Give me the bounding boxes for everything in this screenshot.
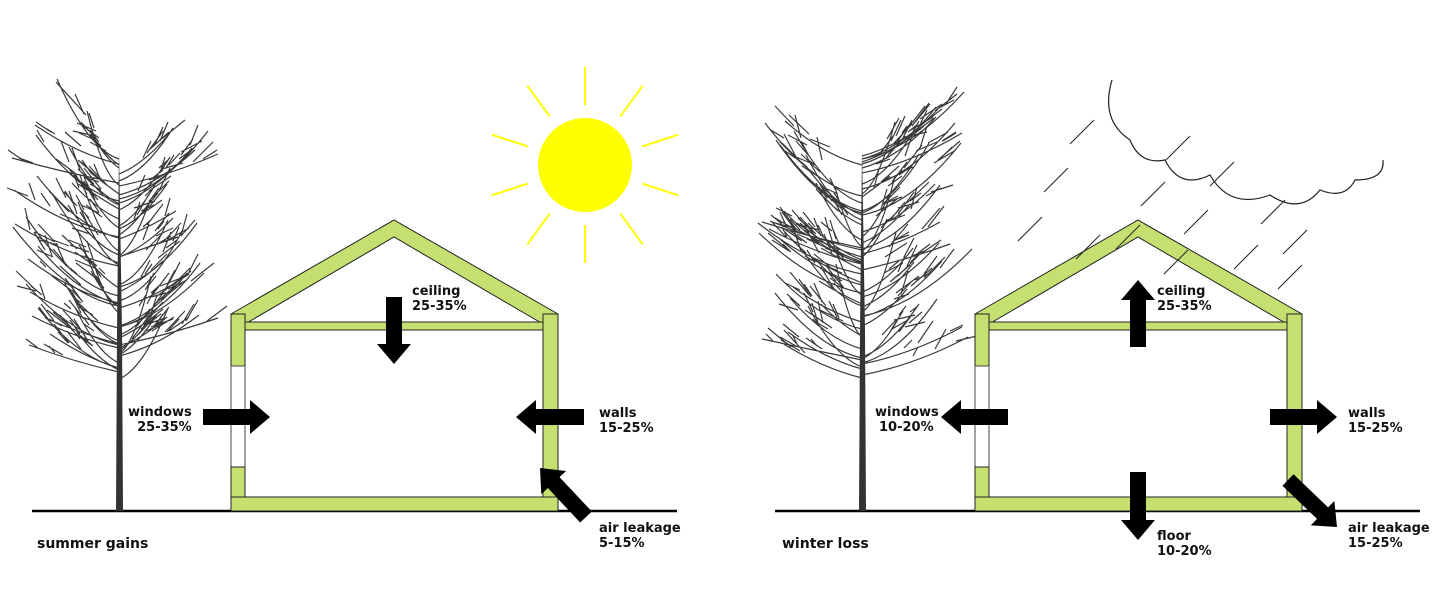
- summer-windows-arrow: [203, 400, 270, 434]
- sun-ray: [619, 212, 644, 245]
- sun-ray: [619, 85, 644, 118]
- winter-walls-arrow: [1270, 400, 1337, 434]
- summer-tree-trunk: [116, 150, 123, 511]
- rain-streak: [1209, 161, 1235, 187]
- rain-streak: [1017, 216, 1043, 242]
- rain-streak: [1075, 234, 1101, 260]
- winter-loss-title: winter loss: [782, 536, 869, 552]
- rain-streak: [1260, 199, 1286, 225]
- rain-streak: [1115, 224, 1141, 250]
- sun-ray: [491, 182, 529, 197]
- winter-right-wall: [1286, 313, 1303, 498]
- sun-ray: [526, 85, 551, 118]
- summer-tree-branches: [6, 78, 228, 380]
- summer-walls-arrow: [516, 400, 584, 434]
- rain-streak: [1282, 229, 1308, 255]
- sun-ray: [491, 133, 529, 148]
- winter-air-leakage-arrow: [1282, 474, 1337, 527]
- winter-ceiling-arrow: [1121, 280, 1155, 347]
- cloud-icon: [1108, 79, 1384, 205]
- summer-ceiling-arrow: [377, 297, 411, 364]
- sun-ray: [641, 133, 679, 148]
- winter-left-wall-lower: [974, 466, 990, 498]
- rain-streak: [1183, 209, 1209, 235]
- rain-streak: [1163, 249, 1189, 275]
- summer-floor-insulation: [230, 496, 559, 512]
- rain-streak: [1165, 135, 1191, 161]
- winter-floor-arrow: [1121, 472, 1155, 540]
- summer-gains-title: summer gains: [37, 536, 149, 552]
- winter-tree-trunk: [859, 150, 866, 511]
- rain-streak: [1233, 244, 1259, 270]
- rain-streak: [1277, 264, 1303, 290]
- sun-icon: [538, 118, 632, 212]
- summer-left-wall-upper: [230, 313, 246, 367]
- winter-windows-arrow: [941, 400, 1008, 434]
- summer-air-leakage-arrow: [540, 468, 592, 523]
- rain-streak: [1140, 181, 1166, 207]
- winter-tree-branches: [757, 86, 978, 379]
- rain-streak: [1043, 167, 1069, 193]
- winter-left-wall-upper: [974, 313, 990, 367]
- rain-streak: [1069, 119, 1095, 145]
- summer-left-wall-lower: [230, 466, 246, 498]
- sun-ray: [641, 182, 679, 197]
- sun-ray: [526, 212, 551, 245]
